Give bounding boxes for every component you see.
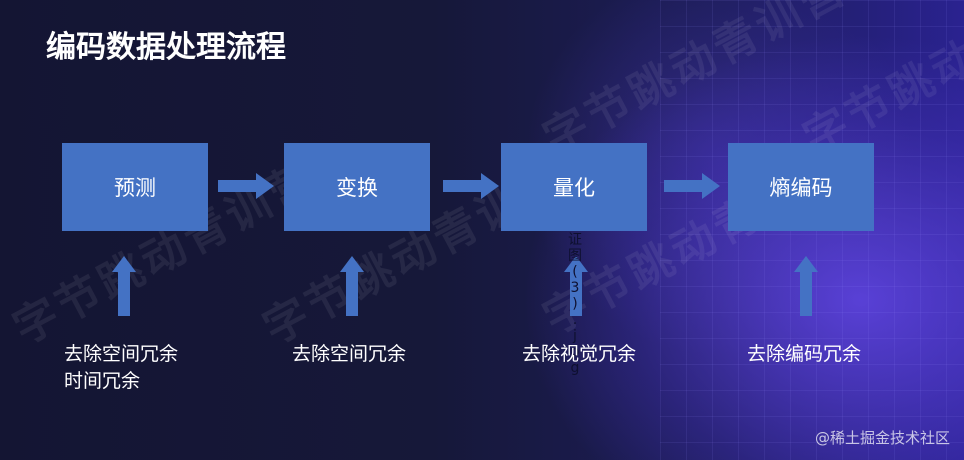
step-note-entropy-coding: 去除编码冗余 — [747, 343, 862, 365]
step-label: 量化 — [553, 176, 595, 200]
flow-arrow-right-icon — [218, 173, 274, 199]
step-label: 熵编码 — [769, 176, 833, 200]
step-box-transform: 变换 — [284, 143, 430, 231]
step-box-quantization: 量化 — [501, 143, 647, 231]
arrow-up-icon — [112, 256, 136, 316]
step-label: 预测 — [114, 176, 156, 200]
page-title: 编码数据处理流程 — [46, 30, 286, 65]
step-box-prediction: 预测 — [62, 143, 208, 231]
arrow-up-icon — [340, 256, 364, 316]
stray-filename-text: 证 图 ( 3 ) . j p g — [568, 232, 582, 376]
step-note-transform: 去除空间冗余 — [292, 343, 407, 365]
step-note-prediction: 去除空间冗余 时间冗余 — [64, 343, 179, 392]
step-note-quantization: 去除视觉冗余 — [522, 343, 637, 365]
arrow-up-icon — [794, 256, 818, 316]
credit-watermark: @稀土掘金技术社区 — [814, 429, 950, 447]
step-box-entropy-coding: 熵编码 — [728, 143, 874, 231]
step-label: 变换 — [336, 176, 378, 200]
flow-arrow-right-icon — [443, 173, 499, 199]
flow-arrow-right-icon — [664, 173, 720, 199]
arrow-up-icon — [564, 256, 588, 316]
